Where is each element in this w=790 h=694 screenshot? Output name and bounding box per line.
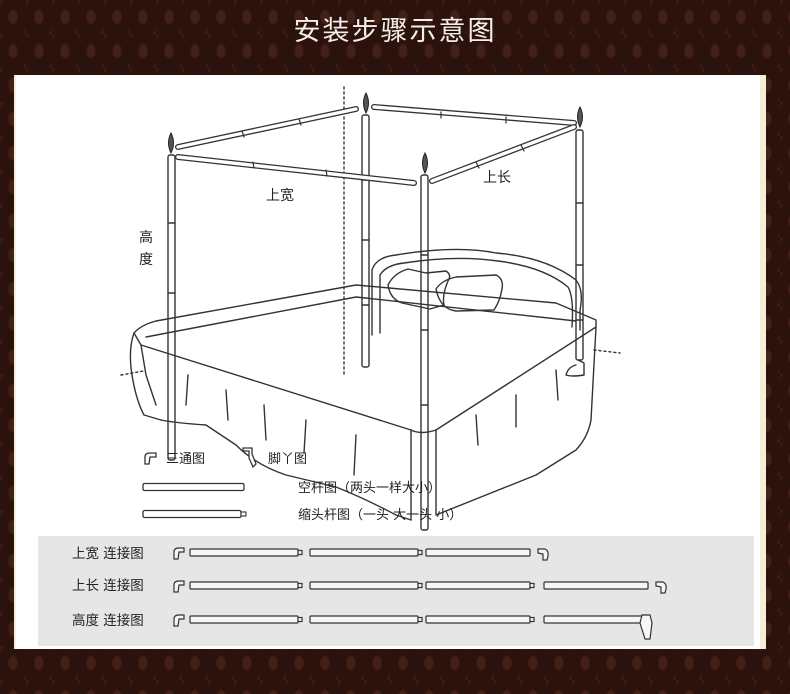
tee-connector-icon [144,451,157,465]
legend-tee-label: 三通图 [166,452,206,467]
legend-tee: 三通图 [142,448,205,467]
reduced-rod-icon [142,509,247,518]
legend-reduced-rod-label: 缩头杆图（一头 大一头 小） [298,508,463,523]
diagram-panel: 上宽 上长 高 度 三通图 脚丫图 空杆图（两头一样大小） 缩头杆图（一头 大一… [14,75,766,649]
legend-reduced-rod: 缩头杆图（一头 大一头 小） [142,504,462,523]
foot-connector-icon [242,447,257,468]
bed-canopy-illustration [120,86,621,531]
top-length-connection-icon [173,580,667,594]
legend-plain-rod-label: 空杆图（两头一样大小） [298,481,442,496]
row-label-top-length: 上长 连接图 [72,578,144,594]
legend-foot: 脚丫图 [242,446,307,468]
top-width-connection-icon [173,547,549,561]
page-title: 安装步骤示意图 [293,16,497,47]
height-connection-icon [173,614,653,640]
row-label-top-width: 上宽 连接图 [72,546,144,562]
label-height-char-1: 高 [139,230,153,246]
label-top-length: 上长 [483,170,511,186]
legend-plain-rod: 空杆图（两头一样大小） [142,477,441,496]
legend-foot-label: 脚丫图 [268,451,308,467]
row-label-height: 高度 连接图 [72,613,144,629]
plain-rod-icon [142,482,245,491]
label-height-char-2: 度 [139,252,153,268]
label-top-width: 上宽 [266,188,294,204]
connection-diagram-panel: 上宽 连接图 上长 连接图 高度 连接图 [38,536,754,646]
label-height: 高 度 [139,227,155,271]
